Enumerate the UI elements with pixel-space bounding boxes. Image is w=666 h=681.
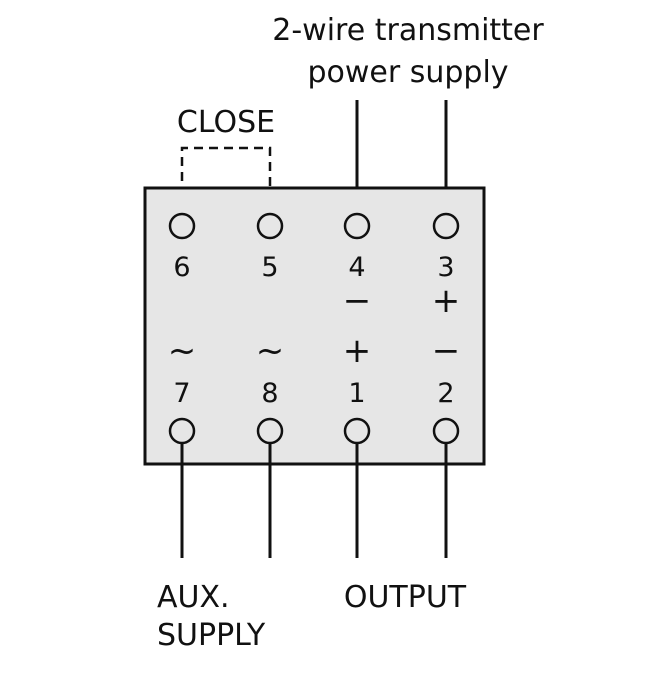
terminal-5-screw — [256, 212, 284, 240]
close-label: CLOSE — [177, 105, 275, 140]
terminal-2-symbol: − — [432, 331, 461, 371]
transmitter-label-line1: 2-wire transmitter — [272, 13, 544, 48]
terminal-8-symbol: ~ — [256, 331, 285, 371]
aux-supply-label-line1: AUX. — [157, 580, 230, 615]
output-label: OUTPUT — [344, 580, 467, 615]
terminal-7-symbol: ~ — [168, 331, 197, 371]
terminal-6-screw — [168, 212, 196, 240]
terminal-3-number: 3 — [437, 252, 454, 283]
terminal-2-number: 2 — [437, 378, 454, 409]
terminal-7-number: 7 — [173, 378, 190, 409]
terminal-block — [143, 186, 486, 466]
aux-supply-label-line2: SUPPLY — [157, 618, 266, 653]
terminal-6-number: 6 — [173, 252, 190, 283]
terminal-8-number: 8 — [261, 378, 278, 409]
terminal-1-number: 1 — [348, 378, 365, 409]
terminal-3-screw — [432, 212, 460, 240]
terminal-1-symbol: + — [343, 331, 372, 371]
close-jumper — [180, 146, 272, 211]
terminal-4-screw — [343, 212, 371, 240]
terminal-7-screw — [168, 417, 196, 445]
terminal-5-number: 5 — [261, 252, 278, 283]
terminal-2-screw — [432, 417, 460, 445]
terminal-3-polarity: + — [432, 281, 461, 321]
terminal-4-polarity: − — [343, 281, 372, 321]
transmitter-label-line2: power supply — [307, 55, 508, 90]
terminal-8-screw — [256, 417, 284, 445]
terminal-4-number: 4 — [348, 252, 365, 283]
terminal-1-screw — [343, 417, 371, 445]
